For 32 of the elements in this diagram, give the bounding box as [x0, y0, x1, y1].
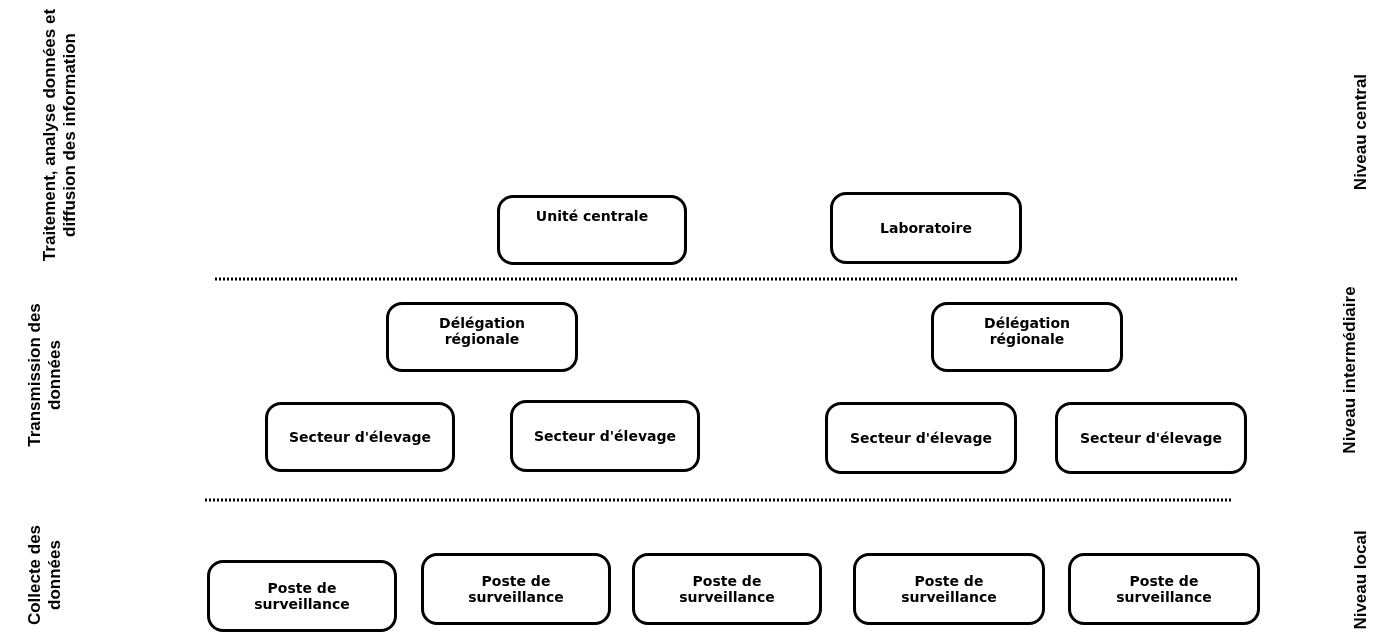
- box-label: Délégation régionale: [438, 315, 526, 347]
- rounded-box: [1055, 402, 1247, 474]
- rounded-box: [421, 553, 611, 625]
- rounded-box: [853, 553, 1045, 625]
- rounded-box: [830, 192, 1022, 264]
- side-label: Niveau central: [1351, 72, 1371, 193]
- rounded-box: [207, 560, 397, 632]
- side-label: Collecte des données: [25, 523, 65, 628]
- box-label: Poste de surveillance: [253, 580, 351, 612]
- side-label: Niveau intermédiaire: [1340, 285, 1360, 455]
- side-label: Transmission des données: [25, 302, 65, 449]
- rounded-box: [1068, 553, 1260, 625]
- rounded-box: [825, 402, 1017, 474]
- box-label: Poste de surveillance: [900, 573, 998, 605]
- box-label: Poste de surveillance: [467, 573, 565, 605]
- side-label: Traitement, analyse données et diffusion des information: [40, 7, 80, 264]
- box-label: Délégation régionale: [983, 315, 1071, 347]
- box-label: Unité centrale: [535, 208, 649, 224]
- side-label: Niveau local: [1351, 529, 1371, 632]
- rounded-box: [265, 402, 455, 472]
- rounded-box: [632, 553, 822, 625]
- box-label: Poste de surveillance: [1115, 573, 1213, 605]
- rounded-box: [931, 302, 1123, 372]
- box-label: Secteur d'élevage: [850, 430, 992, 446]
- box-label: Secteur d'élevage: [289, 429, 431, 445]
- rounded-box: [497, 195, 687, 265]
- box-label: Secteur d'élevage: [1080, 430, 1222, 446]
- box-label: Laboratoire: [880, 220, 972, 236]
- rounded-box: [386, 302, 578, 372]
- box-label: Poste de surveillance: [678, 573, 776, 605]
- rounded-box: [510, 400, 700, 472]
- box-label: Secteur d'élevage: [534, 428, 676, 444]
